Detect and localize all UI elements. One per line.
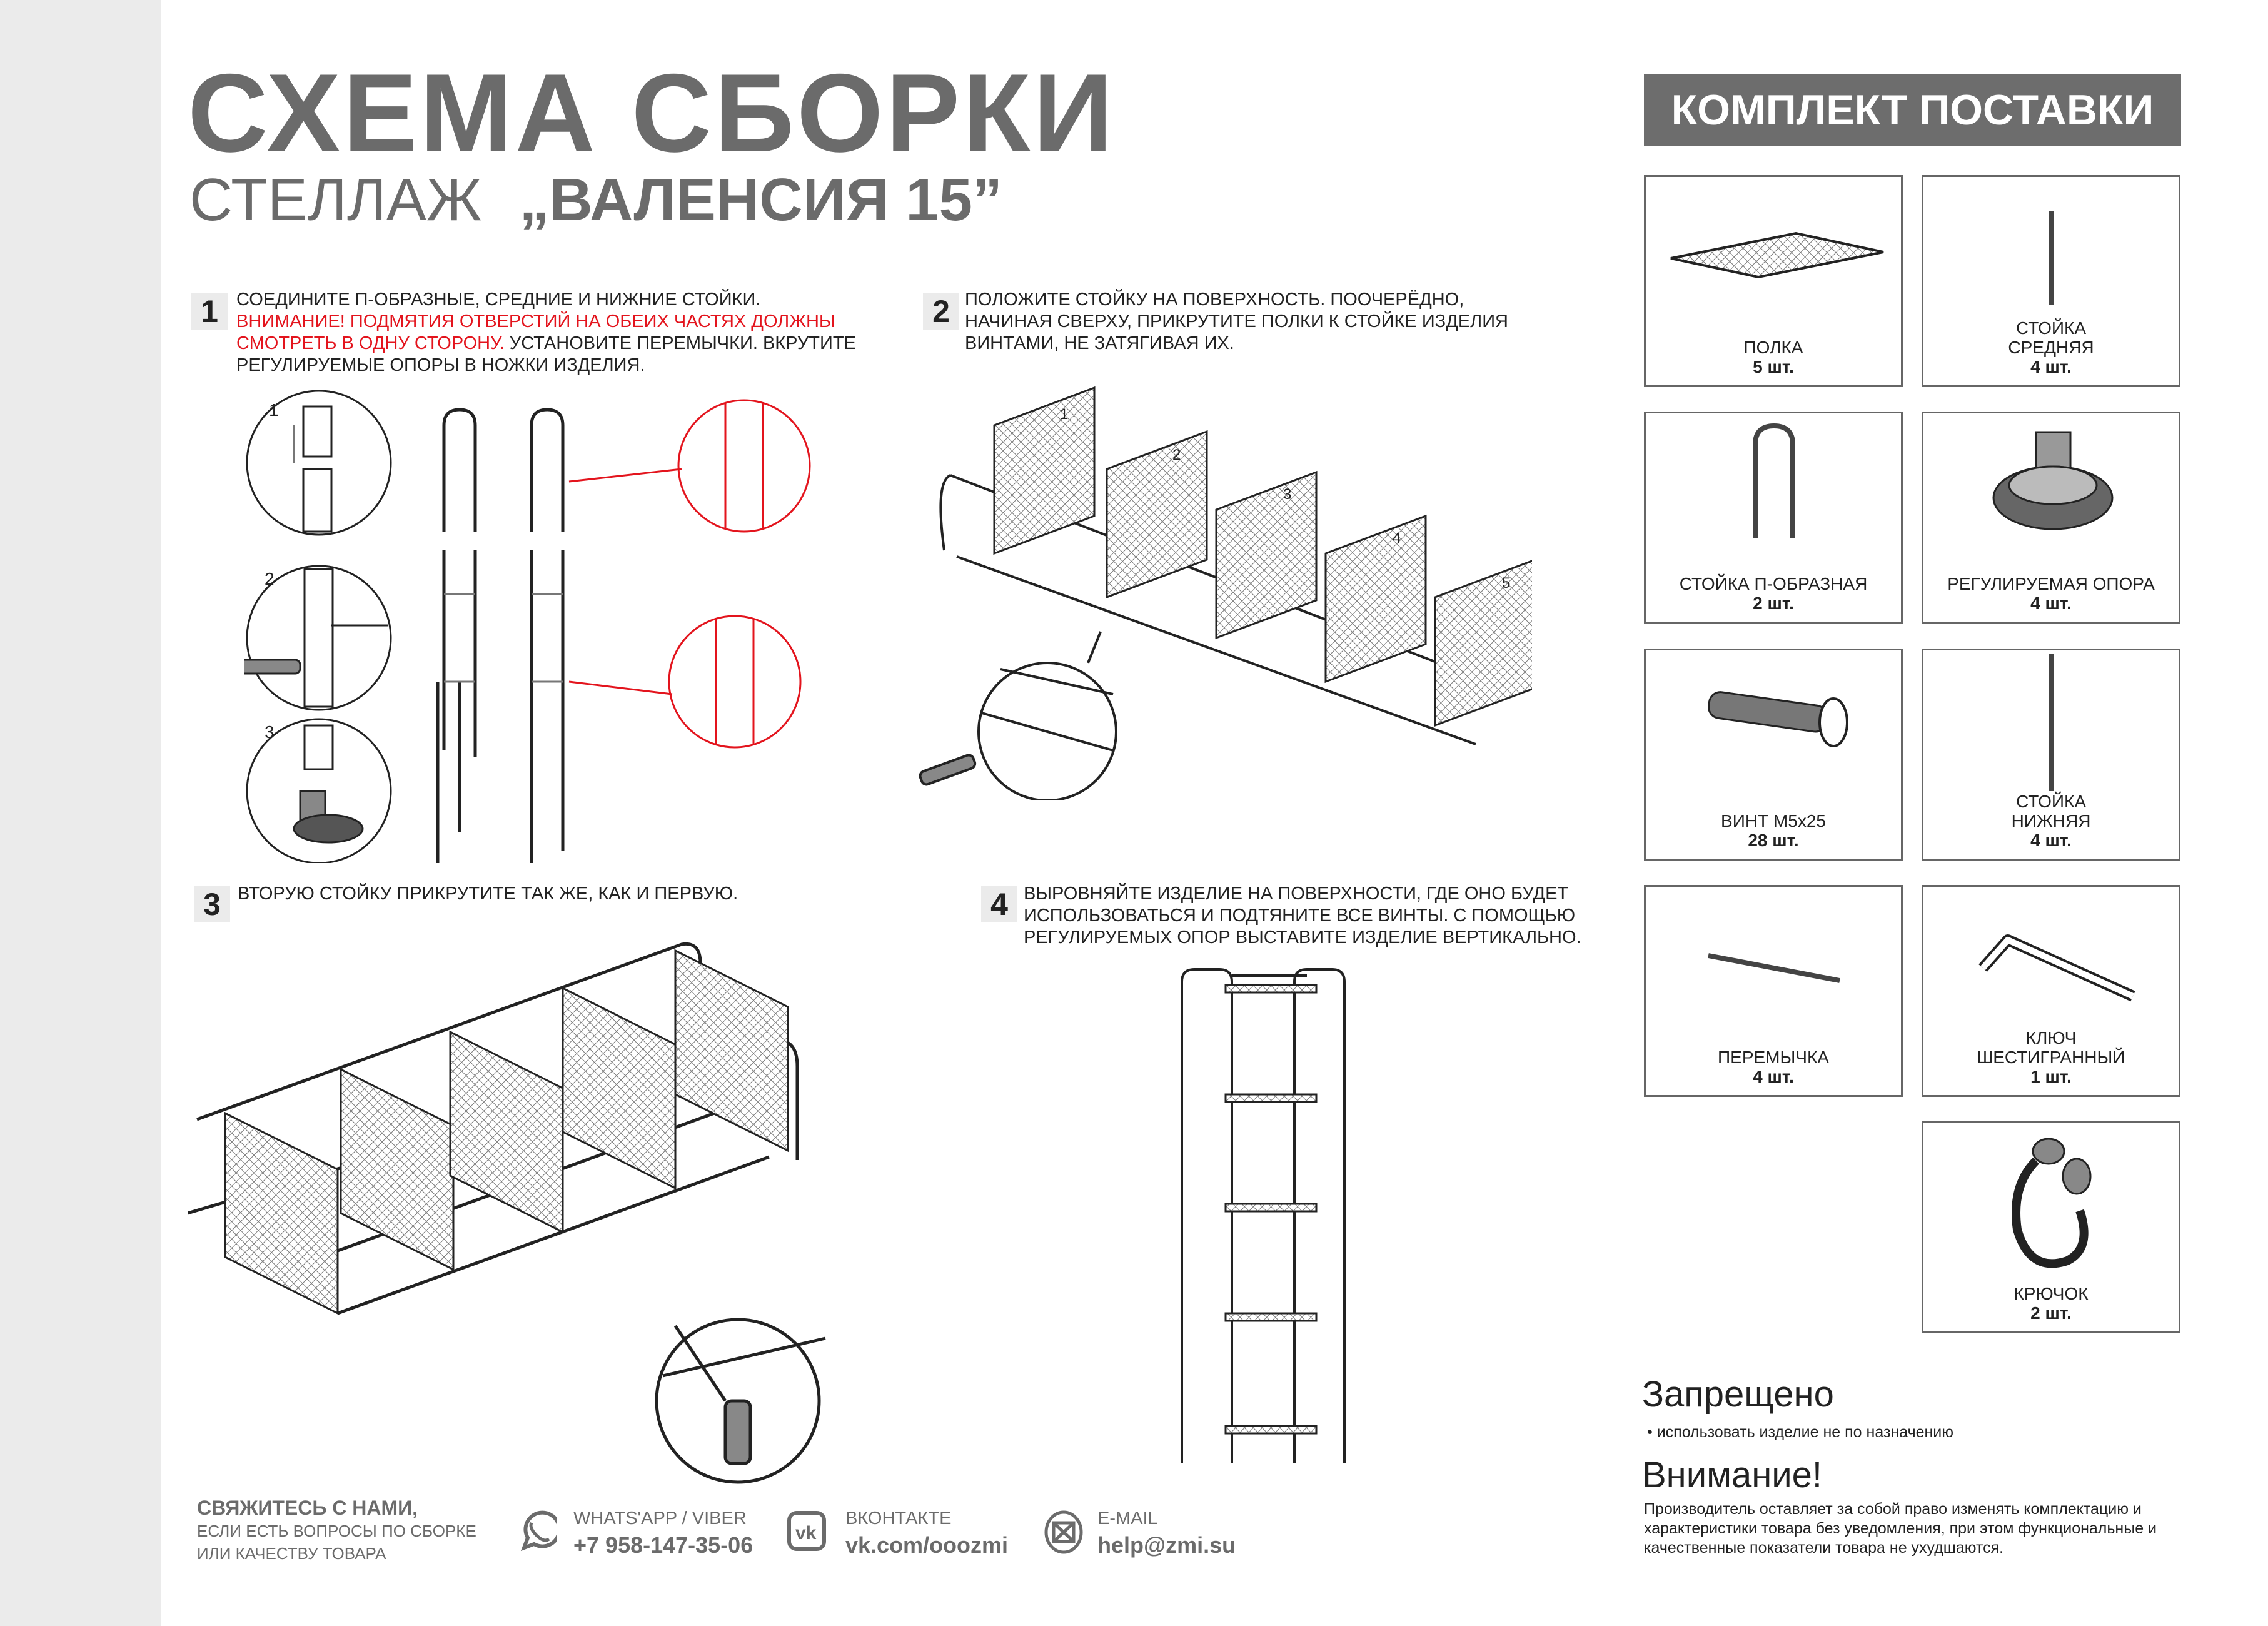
kit-item-name: ВИНТ М5х25 — [1721, 811, 1826, 831]
step-1-illustration: 1 2 3 — [244, 390, 811, 863]
bottom-post-icon — [2049, 654, 2054, 791]
page-title: СХЕМА СБОРКИ — [188, 51, 1116, 175]
contact-line-2: ИЛИ КАЧЕСТВУ ТОВАРА — [197, 1544, 386, 1563]
kit-item-name: СТОЙКА НИЖНЯЯ — [2011, 792, 2091, 831]
kit-item-qty: 4 шт. — [1753, 1067, 1794, 1086]
shelf-number: 4 — [1393, 530, 1401, 547]
attention-text: Производитель оставляет за собой право и… — [1644, 1500, 2157, 1557]
hook-icon — [2012, 1138, 2092, 1268]
kit-item-qty: 4 шт. — [2030, 357, 2072, 376]
kit-item-qty: 2 шт. — [1753, 593, 1794, 613]
svg-text:vk: vk — [795, 1523, 817, 1543]
kit-item-qty: 4 шт. — [2030, 831, 2072, 850]
kit-item-qty: 2 шт. — [2030, 1303, 2072, 1323]
step-3-badge: 3 — [194, 886, 230, 922]
email-link[interactable]: help@zmi.su — [1097, 1532, 1236, 1558]
callout-3: 3 — [265, 722, 275, 742]
vk-icon: vk — [787, 1511, 826, 1551]
forbidden-title: Запрещено — [1642, 1374, 1834, 1415]
adjustable-foot-icon — [1992, 431, 2114, 530]
kit-item-qty: 28 шт. — [1748, 831, 1799, 850]
step-2-illustration: 1 2 3 4 5 — [919, 386, 1532, 800]
step-4-badge: 4 — [981, 886, 1017, 922]
step-1-warning: ВНИМАНИЕ! ПОДМЯТИЯ ОТВЕРСТИЙ НА ОБЕИХ ЧА… — [236, 311, 835, 353]
step-1-badge: 1 — [191, 293, 228, 330]
step-1-instruction-b: УСТАНОВИТЕ ПЕРЕМЫЧКИ. ВКРУТИТЕ РЕГУЛИРУЕ… — [236, 333, 856, 375]
kit-item-qty: 1 шт. — [2030, 1067, 2072, 1086]
shelf-icon — [1670, 231, 1884, 279]
callout-2: 2 — [265, 569, 275, 588]
contact-block: СВЯЖИТЕСЬ С НАМИ, ЕСЛИ ЕСТЬ ВОПРОСЫ ПО С… — [197, 1497, 476, 1565]
step-2-text: ПОЛОЖИТЕ СТОЙКУ НА ПОВЕРХНОСТЬ. ПООЧЕРЁД… — [965, 290, 1508, 353]
step-4-text: ВЫРОВНЯЙТЕ ИЗДЕЛИЕ НА ПОВЕРХНОСТИ, ГДЕ О… — [1024, 884, 1581, 947]
kit-item-name: РЕГУЛИРУЕМАЯ ОПОРА — [1947, 574, 2155, 593]
forbidden-item: • использовать изделие не по назначению — [1647, 1423, 1954, 1441]
kit-item-qty: 5 шт. — [1753, 357, 1794, 376]
contact-title: СВЯЖИТЕСЬ С НАМИ, — [197, 1497, 418, 1519]
vk-label: ВКОНТАКТЕ — [845, 1508, 952, 1528]
shelf-number: 2 — [1172, 447, 1181, 463]
callout-1: 1 — [269, 400, 279, 420]
crossbar-icon — [1708, 953, 1840, 983]
left-margin-strip — [0, 0, 161, 1626]
subtitle-product-type: СТЕЛЛАЖ — [189, 166, 482, 233]
page-subtitle: СТЕЛЛАЖ„ВАЛЕНСИЯ 15” — [189, 170, 1002, 230]
vk-link[interactable]: vk.com/ooozmi — [845, 1532, 1009, 1558]
step-1-text: СОЕДИНИТЕ П-ОБРАЗНЫЕ, СРЕДНИЕ И НИЖНИЕ С… — [236, 289, 862, 376]
kit-item-name: КЛЮЧ ШЕСТИГРАННЫЙ — [1977, 1028, 2125, 1067]
step-4-illustration — [1181, 968, 1346, 1463]
hex-key-icon — [1978, 934, 2135, 1002]
phone-link[interactable]: +7 958-147-35-06 — [573, 1532, 753, 1558]
step-3-illustration — [188, 942, 826, 1484]
kit-item-qty: 4 шт. — [2030, 593, 2072, 613]
whatsapp-label: WHATS'APP / VIBER — [573, 1508, 747, 1528]
contact-line-1: ЕСЛИ ЕСТЬ ВОПРОСЫ ПО СБОРКЕ — [197, 1522, 476, 1540]
kit-item-name: ПЕРЕМЫЧКА — [1718, 1048, 1829, 1067]
attention-title: Внимание! — [1642, 1455, 1823, 1495]
kit-item-name: КРЮЧОК — [2013, 1284, 2089, 1303]
step-1-instruction: СОЕДИНИТЕ П-ОБРАЗНЫЕ, СРЕДНИЕ И НИЖНИЕ С… — [236, 290, 761, 310]
step-3-text: ВТОРУЮ СТОЙКУ ПРИКРУТИТЕ ТАК ЖЕ, КАК И П… — [238, 884, 738, 904]
email-label: E-MAIL — [1097, 1508, 1158, 1528]
shelf-number: 5 — [1502, 575, 1510, 592]
forbidden-item-text: использовать изделие не по назначению — [1656, 1423, 1954, 1441]
step-2-badge: 2 — [923, 293, 959, 330]
kit-item-name: СТОЙКА П-ОБРАЗНАЯ — [1679, 574, 1868, 593]
kit-item-name: СТОЙКА СРЕДНЯЯ — [2008, 318, 2094, 357]
whatsapp-icon — [520, 1510, 557, 1552]
email-icon — [1044, 1510, 1083, 1554]
shelf-number: 3 — [1283, 486, 1291, 503]
middle-post-icon — [2049, 211, 2054, 305]
screw-icon — [1708, 691, 1848, 747]
subtitle-model: „ВАЛЕНСИЯ 15” — [519, 166, 1003, 233]
u-post-icon — [1753, 423, 1795, 538]
kit-header: КОМПЛЕКТ ПОСТАВКИ — [1644, 74, 2181, 146]
kit-item-name: ПОЛКА — [1743, 338, 1803, 357]
shelf-number: 1 — [1060, 406, 1068, 423]
